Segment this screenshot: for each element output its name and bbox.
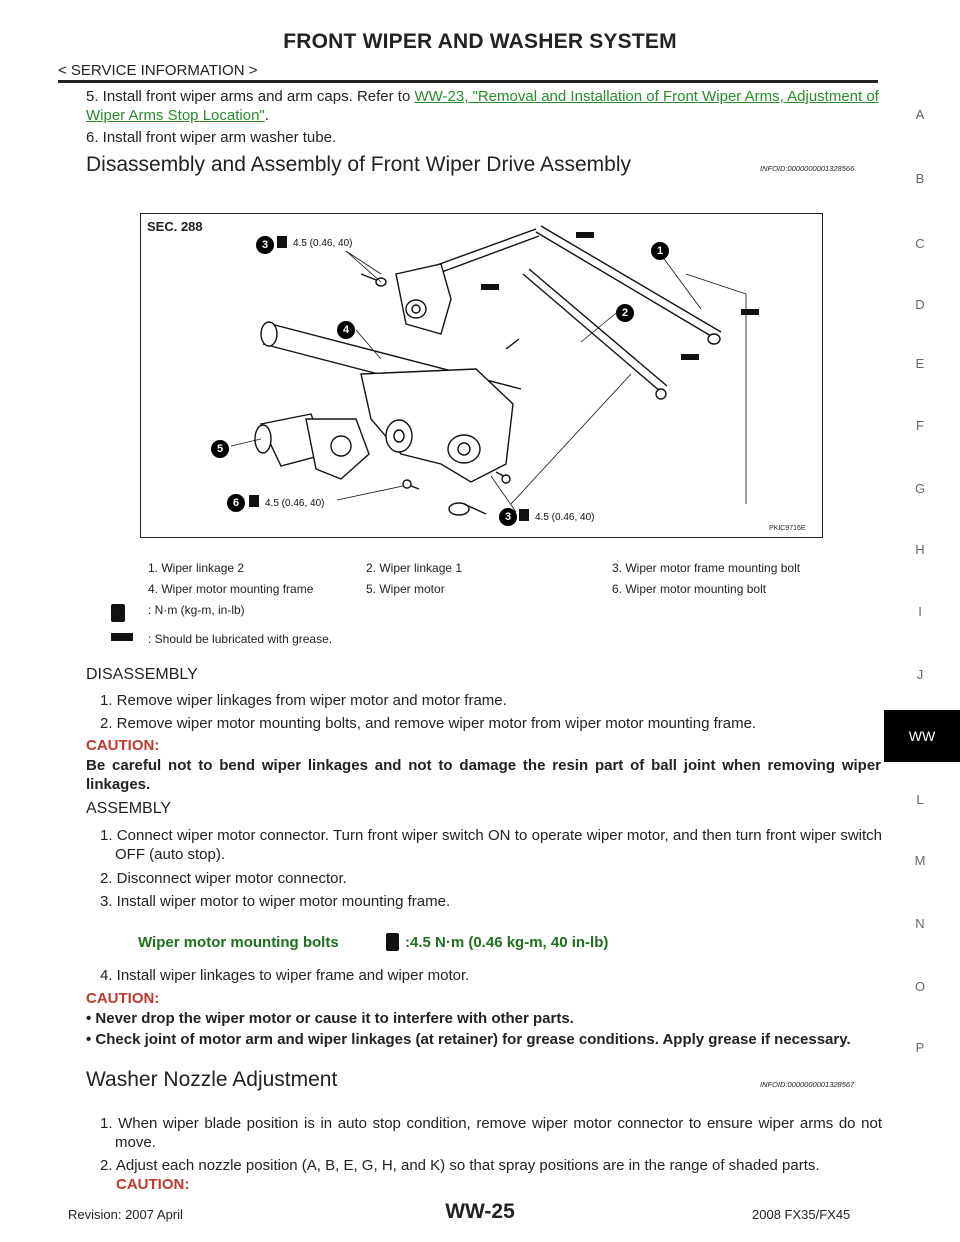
legend-item-2: 2. Wiper linkage 1 <box>366 561 463 575</box>
torque-label-left: 4.5 (0.46, 40) <box>265 498 324 509</box>
disassembly-caution-label: CAUTION: <box>86 737 160 754</box>
washer-caution-label: CAUTION: <box>116 1176 190 1193</box>
step-6: 6. Install front wiper arm washer tube. <box>86 129 337 146</box>
figure-code: PKIC9716E <box>769 525 806 532</box>
wiper-drive-assembly-figure: SEC. 288 <box>140 213 823 538</box>
disassembly-heading: DISASSEMBLY <box>86 666 198 683</box>
callout-3b: 3 <box>499 508 517 526</box>
torque-icon <box>111 604 125 622</box>
assembly-caution-item-1: • Never drop the wiper motor or cause it… <box>86 1010 574 1027</box>
assembly-heading: ASSEMBLY <box>86 800 172 817</box>
callout-2: 2 <box>616 304 634 322</box>
disassembly-step-1: 1. Remove wiper linkages from wiper moto… <box>100 692 507 709</box>
callout-3: 3 <box>256 236 274 254</box>
side-tab-ww-active[interactable]: WW <box>884 710 960 762</box>
infoid: INFOID:0000000001328566 <box>760 164 855 173</box>
side-tab-j[interactable]: J <box>916 667 924 682</box>
legend-grease-note: : Should be lubricated with grease. <box>148 632 333 646</box>
side-tab-a[interactable]: A <box>915 107 925 122</box>
legend-item-6: 6. Wiper motor mounting bolt <box>612 582 767 596</box>
torque-label-bottom: 4.5 (0.46, 40) <box>535 512 594 523</box>
side-tab-b[interactable]: B <box>915 171 925 186</box>
side-tab-g[interactable]: G <box>914 481 926 496</box>
side-tab-f[interactable]: F <box>916 418 924 433</box>
revision-text: Revision: 2007 April <box>68 1207 183 1222</box>
assembly-step-1: 1. Connect wiper motor connector. Turn f… <box>100 827 882 863</box>
figure-section-label: SEC. 288 <box>147 219 203 234</box>
side-tab-c[interactable]: C <box>915 236 925 251</box>
assembly-step-3: 3. Install wiper motor to wiper motor mo… <box>100 893 451 910</box>
callout-1: 1 <box>651 242 669 260</box>
side-tab-h[interactable]: H <box>915 542 925 557</box>
side-tab-p[interactable]: P <box>915 1040 925 1055</box>
side-tab-m[interactable]: M <box>914 853 926 868</box>
assembly-step-4: 4. Install wiper linkages to wiper frame… <box>100 967 470 984</box>
assembly-step-2: 2. Disconnect wiper motor connector. <box>100 870 347 887</box>
spec-value: :4.5 N·m (0.46 kg-m, 40 in-lb) <box>405 934 609 951</box>
legend-torque-note: : N·m (kg-m, in-lb) <box>148 603 245 617</box>
spec-label: Wiper motor mounting bolts <box>138 934 339 951</box>
legend-item-3: 3. Wiper motor frame mounting bolt <box>612 561 801 575</box>
wiper-diagram-drawing: 4.5 (0.46, 40) 4.5 (0.46, 40) 4.5 (0.46,… <box>230 225 759 523</box>
infoid: INFOID:0000000001328567 <box>760 1080 855 1089</box>
legend-item-5: 5. Wiper motor <box>366 582 445 596</box>
section-heading-washer-nozzle: Washer Nozzle Adjustment <box>86 1068 338 1091</box>
header-divider <box>58 80 878 83</box>
callout-4: 4 <box>337 321 355 339</box>
washer-step-2: 2. Adjust each nozzle position (A, B, E,… <box>100 1157 820 1174</box>
washer-step-1: 1. When wiper blade position is in auto … <box>100 1115 882 1151</box>
disassembly-caution-text: Be careful not to bend wiper linkages an… <box>86 757 881 793</box>
page-title: FRONT WIPER AND WASHER SYSTEM <box>283 30 677 53</box>
torque-label-top: 4.5 (0.46, 40) <box>293 238 352 249</box>
side-tab-n[interactable]: N <box>915 916 925 931</box>
side-tab-l[interactable]: L <box>916 792 924 807</box>
legend-item-4: 4. Wiper motor mounting frame <box>148 582 314 596</box>
callout-6: 6 <box>227 494 245 512</box>
torque-icon <box>386 933 399 951</box>
callout-5: 5 <box>211 440 229 458</box>
page-number: WW-25 <box>445 1200 515 1223</box>
step-5: 5. Install front wiper arms and arm caps… <box>86 88 879 124</box>
disassembly-step-2: 2. Remove wiper motor mounting bolts, an… <box>100 715 757 732</box>
side-tab-d[interactable]: D <box>915 297 925 312</box>
side-tab-o[interactable]: O <box>914 979 926 994</box>
section-heading-disassembly-assembly: Disassembly and Assembly of Front Wiper … <box>86 153 632 176</box>
model-text: 2008 FX35/FX45 <box>752 1207 851 1222</box>
assembly-caution-item-2: • Check joint of motor arm and wiper lin… <box>86 1031 851 1048</box>
legend-item-1: 1. Wiper linkage 2 <box>148 561 245 575</box>
grease-icon <box>111 633 133 641</box>
assembly-caution-label: CAUTION: <box>86 990 160 1007</box>
breadcrumb: < SERVICE INFORMATION > <box>58 62 258 79</box>
side-tab-i[interactable]: I <box>918 604 922 619</box>
reference-link[interactable]: WW-23, "Removal and Installation of Fron… <box>86 88 879 124</box>
side-tab-e[interactable]: E <box>915 356 925 371</box>
